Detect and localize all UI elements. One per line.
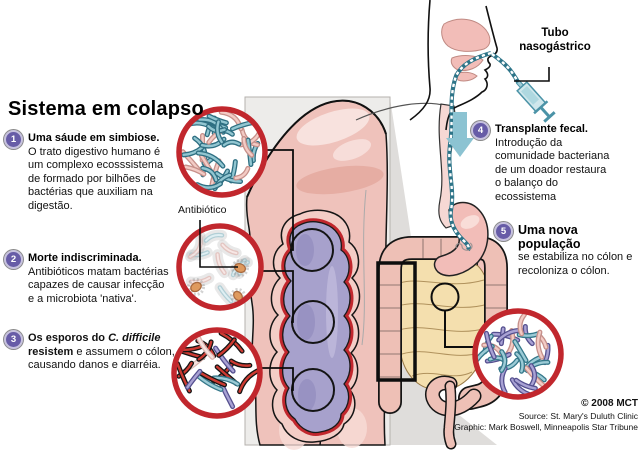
nasogastric-tube-line [447, 50, 520, 252]
step-3-text: Os esporos do C. difficile resistem e as… [28, 332, 175, 372]
callout-circle-new-population [472, 308, 564, 400]
panel-leader-lines [258, 149, 294, 391]
step-2-body: Antibióticos matam bactérias capazes de … [28, 265, 169, 305]
callout-circle-cdiff [171, 327, 263, 419]
step-2-heading: Morte indiscriminada. [28, 252, 142, 264]
tube-label-leader [514, 67, 550, 82]
sample-marker-right [430, 282, 460, 312]
step-2: 2 Morte indiscriminada.Antibióticos mata… [4, 250, 172, 306]
step-3-body: e assumem o cólon, causando danos e diar… [28, 345, 175, 372]
step-1-body: O trato digestivo humano é um complexo e… [28, 145, 164, 212]
down-arrow-icon [446, 112, 474, 157]
copyright-line: © 2008 MCT [581, 398, 638, 409]
antibiotic-label: Antibiótico [178, 204, 227, 216]
nasal-cavity [441, 18, 491, 52]
syringe-icon [515, 79, 556, 123]
nasogastric-tube-label: Tubo nasogástrico [519, 27, 591, 53]
page-title: Sistema em colapso [8, 98, 204, 120]
magnified-panel [244, 96, 391, 450]
step-4-heading: Transplante fecal. [495, 123, 588, 135]
step-3-badge: 3 [4, 330, 23, 349]
antibiotic-leader [199, 220, 238, 268]
step-5-badge: 5 [494, 222, 513, 241]
zoom-rectangle [376, 261, 417, 382]
head-profile [409, 0, 498, 131]
tongue [454, 71, 478, 82]
step-5-body: se estabiliza no cólon e recoloniza o có… [518, 251, 633, 277]
step-4-body: Introdução da comunidade bacteriana de u… [495, 136, 610, 203]
graphic-credit-line: Graphic: Mark Boswell, Minneapolis Star … [454, 421, 638, 432]
step-1-heading: Uma sáude em simbiose. [28, 132, 160, 144]
step-2-badge: 2 [4, 250, 23, 269]
spores [187, 259, 249, 304]
step-1-badge: 1 [4, 130, 23, 149]
source-line: Source: St. Mary's Duluth Clinic [518, 411, 638, 421]
step-5-heading: Uma nova população [518, 223, 581, 251]
step-4: 4 Transplante fecal.Introdução da comuni… [471, 121, 613, 205]
step-1: 1 Uma sáude em simbiose.O trato digestiv… [4, 130, 172, 214]
step-3: 3 Os esporos do C. difficile resistem e … [4, 330, 176, 373]
callout-circle-healthy [176, 106, 268, 198]
credits: © 2008 MCT Source: St. Mary's Duluth Cli… [418, 398, 638, 432]
step-4-badge: 4 [471, 121, 490, 140]
